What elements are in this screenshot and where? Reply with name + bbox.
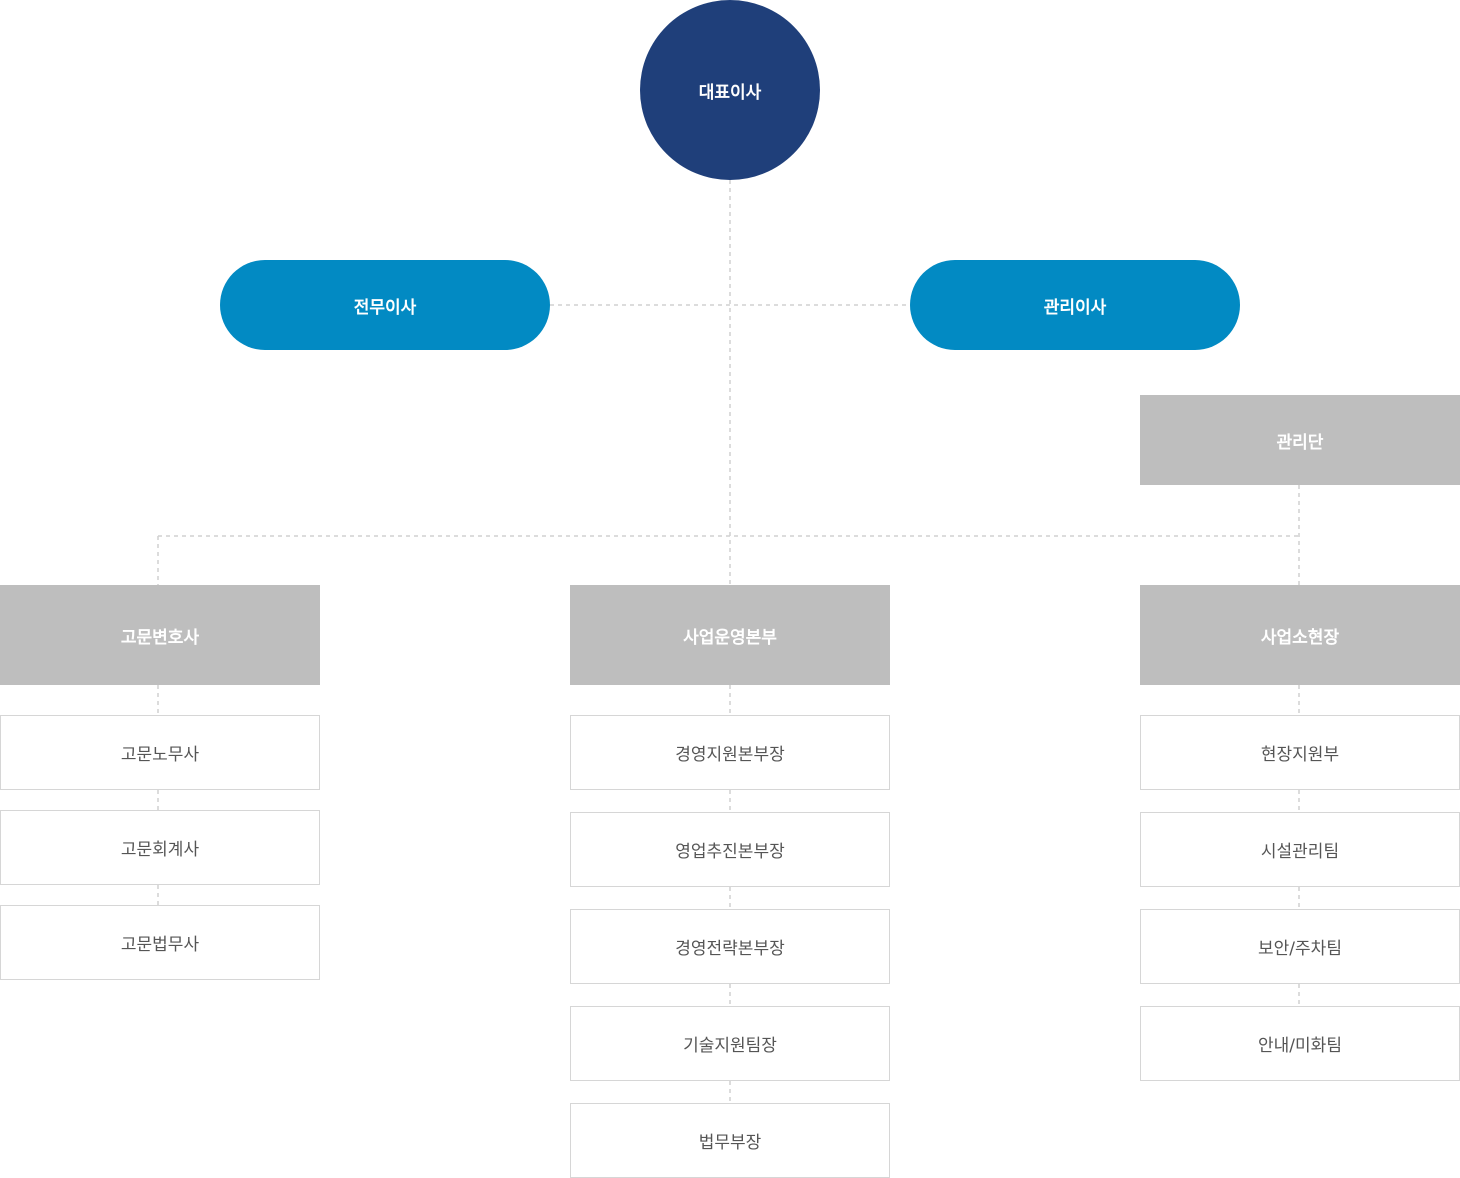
- department-node-advisors: 고문변호사: [0, 585, 320, 685]
- sub-item-node: 고문노무사: [0, 715, 320, 790]
- sub-item-node: 보안/주차팀: [1140, 909, 1460, 984]
- sub-item-node: 경영지원본부장: [570, 715, 890, 790]
- sub-item-label: 고문법무사: [120, 935, 200, 955]
- sub-item-label: 현장지원부: [1260, 745, 1340, 765]
- sub-item-label: 안내/미화팀: [1258, 1036, 1342, 1056]
- sub-item-node: 고문법무사: [0, 905, 320, 980]
- department-node-operations: 사업운영본부: [570, 585, 890, 685]
- sub-item-label: 법무부장: [698, 1133, 762, 1153]
- managing-director-node: 관리이사: [910, 260, 1240, 350]
- department-label: 사업소현장: [1260, 627, 1340, 648]
- department-node-site-office: 사업소현장: [1140, 585, 1460, 685]
- sub-item-node: 영업추진본부장: [570, 812, 890, 887]
- sub-item-label: 보안/주차팀: [1258, 939, 1342, 959]
- sub-item-label: 고문노무사: [120, 745, 200, 765]
- sub-item-label: 기술지원팀장: [683, 1036, 777, 1056]
- ceo-node: 대표이사: [640, 0, 820, 180]
- ceo-label: 대표이사: [698, 82, 762, 103]
- sub-item-node: 시설관리팀: [1140, 812, 1460, 887]
- management-group-node: 관리단: [1140, 395, 1460, 485]
- managing-director-label: 관리이사: [1043, 297, 1107, 318]
- management-group-label: 관리단: [1276, 432, 1324, 453]
- sub-item-node: 기술지원팀장: [570, 1006, 890, 1081]
- sub-item-label: 고문회계사: [120, 840, 200, 860]
- sub-item-node: 경영전략본부장: [570, 909, 890, 984]
- sub-item-node: 법무부장: [570, 1103, 890, 1178]
- sub-item-label: 경영지원본부장: [675, 745, 785, 765]
- sub-item-label: 경영전략본부장: [675, 939, 785, 959]
- sub-item-label: 영업추진본부장: [675, 842, 785, 862]
- sub-item-node: 고문회계사: [0, 810, 320, 885]
- department-label: 사업운영본부: [683, 627, 777, 648]
- executive-director-node: 전무이사: [220, 260, 550, 350]
- executive-director-label: 전무이사: [353, 297, 417, 318]
- department-label: 고문변호사: [120, 627, 200, 648]
- sub-item-label: 시설관리팀: [1260, 842, 1340, 862]
- sub-item-node: 현장지원부: [1140, 715, 1460, 790]
- sub-item-node: 안내/미화팀: [1140, 1006, 1460, 1081]
